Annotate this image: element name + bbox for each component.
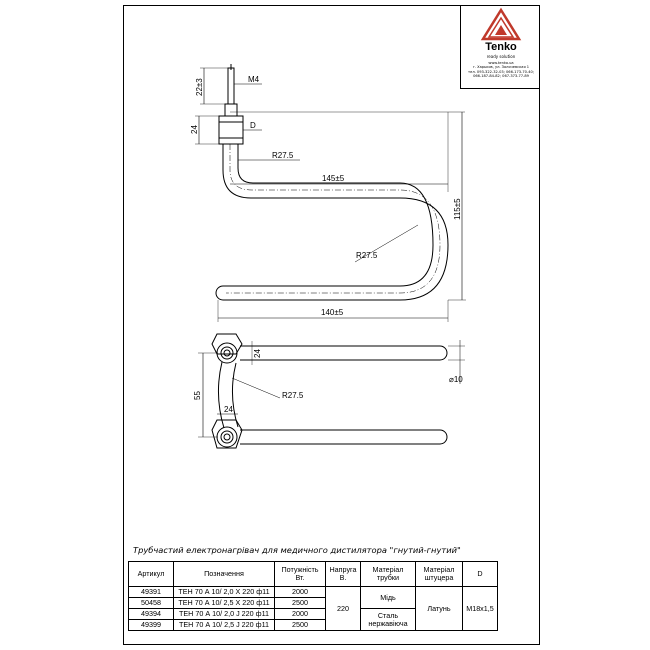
tube-plan-bottom	[240, 429, 448, 445]
bushing	[224, 103, 238, 117]
heater-tube-outer	[222, 144, 449, 301]
cell-power: 2000	[274, 608, 326, 620]
drawing-frame	[123, 5, 540, 645]
cell-power: 2000	[274, 586, 326, 598]
col-header-voltage: Напруга В.	[325, 561, 361, 587]
dim-flange-d: D	[250, 121, 256, 130]
cell-article: 49399	[128, 619, 174, 631]
brand-name: Tenko	[485, 41, 517, 53]
dim-radius-top: R27.5	[272, 151, 294, 160]
cell-power: 2500	[274, 597, 326, 609]
dim-radius-plan: R27.5	[282, 391, 304, 400]
cell-designation: ТЕН 70 А 10/ 2,0 Х 220 ф11	[173, 586, 275, 598]
cell-d: M18x1,5	[462, 586, 498, 631]
spec-table: Артикул Позначення Потужність Вт. Напруг…	[128, 561, 498, 631]
title-block: Tenko ready solution www.tenko.ua г. Хар…	[460, 5, 540, 89]
table-row: 49399 ТЕН 70 А 10/ 2,5 J 220 ф11 2500	[128, 619, 498, 631]
terminal-pin	[227, 67, 235, 105]
col-header-d: D	[462, 561, 498, 587]
table-row: 49391 ТЕН 70 А 10/ 2,0 Х 220 ф11 2000 22…	[128, 586, 498, 631]
contact-line: www.tenko.ua	[488, 61, 514, 65]
cell-tube-material-steel: Сталь нержавіюча	[360, 608, 416, 631]
table-header-row: Артикул Позначення Потужність Вт. Напруг…	[128, 561, 498, 587]
contact-block: www.tenko.ua г. Харьков, ул. Золочевская…	[463, 61, 539, 79]
dim-pin-length: 22±3	[195, 78, 204, 96]
cell-designation: ТЕН 70 А 10/ 2,0 J 220 ф11	[173, 608, 275, 620]
dim-radius-mid: R27.5	[356, 251, 378, 260]
cell-article: 50458	[128, 597, 174, 609]
cell-power: 2500	[274, 619, 326, 631]
tenko-logo-icon	[480, 7, 522, 41]
dim-thread: M4	[248, 75, 260, 84]
col-header-tube-material: Матеріал трубки	[360, 561, 416, 587]
brand-tagline: ready solution	[486, 54, 516, 59]
dim-tube-dia: ⌀10	[449, 375, 463, 384]
cell-designation: ТЕН 70 А 10/ 2,5 Х 220 ф11	[173, 597, 275, 609]
dim-height: 115±5	[453, 198, 462, 220]
col-header-power: Потужність Вт.	[274, 561, 326, 587]
dim-length-bottom: 140±5	[321, 308, 344, 317]
dim-center-distance: 55	[193, 391, 202, 400]
col-header-designation: Позначення	[173, 561, 275, 587]
table-row: 49394 ТЕН 70 А 10/ 2,0 J 220 ф11 2000 Ст…	[128, 608, 498, 631]
col-header-fitting-material: Матеріал штуцера	[415, 561, 463, 587]
col-header-article: Артикул	[128, 561, 174, 587]
dim-hex-top: 24	[253, 349, 262, 358]
heater-tube-inner	[223, 144, 434, 287]
flange	[218, 115, 244, 145]
tube-plan-top	[240, 345, 448, 361]
cell-article: 49391	[128, 586, 174, 598]
cell-fitting-material: Латунь	[415, 586, 463, 631]
hex-fitting-top	[211, 333, 243, 355]
cell-designation: ТЕН 70 А 10/ 2,5 J 220 ф11	[173, 619, 275, 631]
drawing-caption: Трубчастий електронагрівач для медичного…	[133, 545, 461, 555]
table-row: 50458 ТЕН 70 А 10/ 2,5 Х 220 ф11 2500	[128, 597, 498, 609]
dim-flange-height: 24	[190, 125, 199, 134]
contact-line: тел. 093-322-32-03; 066-173-70-40;	[468, 69, 534, 74]
cell-voltage: 220	[325, 586, 361, 631]
contact-line: г. Харьков, ул. Золочевская 1	[472, 65, 530, 70]
cell-tube-material-copper: Мідь	[360, 586, 416, 609]
dim-hex-bottom: 24	[224, 405, 233, 414]
contact-line: 066-187-84-82; 067-373-77-89	[473, 74, 529, 79]
dim-length-top: 145±5	[322, 174, 345, 183]
cell-article: 49394	[128, 608, 174, 620]
